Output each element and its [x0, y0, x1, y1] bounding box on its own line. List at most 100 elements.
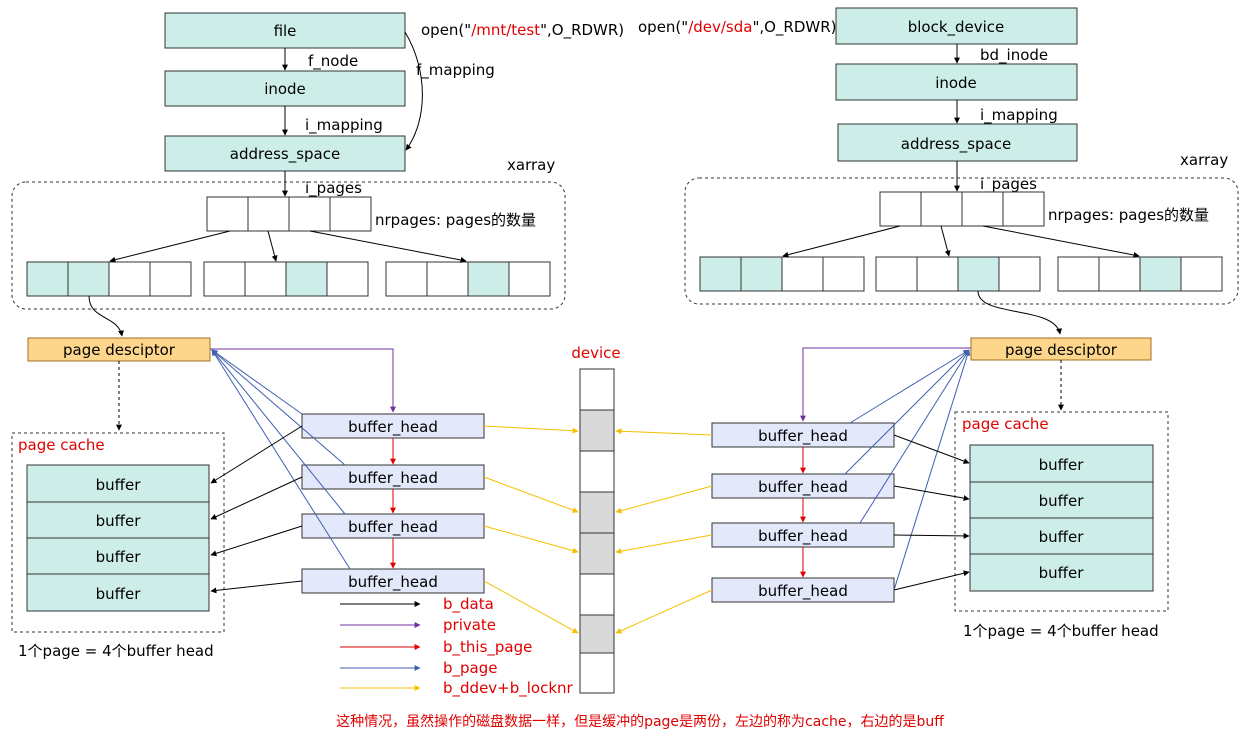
- device-label: device: [571, 344, 620, 362]
- left-open-path: /mnt/test: [471, 21, 540, 39]
- left-buffer-head-2-label: buffer_head: [348, 469, 438, 488]
- right-b-page-arrow-2: [844, 349, 970, 475]
- legend: b_data private b_this_page b_page b_ddev…: [340, 595, 574, 698]
- right-b-ddev-arrow-1: [615, 428, 713, 436]
- left-buffer-2-label: buffer: [96, 512, 142, 530]
- device-block-8: [579, 652, 615, 694]
- left-buffer-head-1-label: buffer_head: [348, 418, 438, 437]
- left-inode-label: inode: [264, 80, 306, 98]
- left-address-space-label: address_space: [230, 145, 340, 164]
- left-buffer-1-label: buffer: [96, 476, 142, 494]
- right-open-prefix: open(": [638, 18, 688, 36]
- left-buffer-head-1: [301, 413, 485, 439]
- left-buffer-head-2: [301, 464, 485, 490]
- left-b-data-arrow-2: [210, 476, 303, 520]
- left-xarray-container: [11, 181, 566, 310]
- right-page-note: 1个page = 4个buffer head: [963, 622, 1159, 640]
- right-buffer-2-label: buffer: [1039, 492, 1085, 510]
- right-i-mapping-label: i_mapping: [980, 106, 1058, 125]
- left-b-data-arrow-4: [210, 580, 303, 594]
- left-page-cache-label: page cache: [18, 436, 105, 454]
- left-b-page-arrow-1: [211, 349, 303, 415]
- left-b-page-arrow-2: [211, 349, 346, 466]
- right-buffer-head-3-label: buffer_head: [758, 527, 848, 546]
- left-buffer-head-3: [301, 513, 485, 539]
- device-block-1: [579, 368, 615, 411]
- left-xarray-edge-2: [267, 230, 278, 262]
- right-nrpages-label: nrpages: pages的数量: [1048, 206, 1209, 224]
- left-b-ddev-arrow-2: [483, 476, 579, 513]
- legend-label-b-this-page: b_this_page: [443, 638, 532, 657]
- left-leaf-node-2: [203, 261, 369, 297]
- right-xarray: xarray nrpages: pages的数量: [684, 151, 1239, 305]
- left-nrpages-label: nrpages: pages的数量: [375, 211, 536, 229]
- right-b-page-arrow-1: [849, 349, 970, 424]
- right-leaf-node-3: [1057, 256, 1223, 292]
- right-buffer-2: [969, 481, 1154, 519]
- left-buffer-3-label: buffer: [96, 548, 142, 566]
- left-b-page-arrow-4: [211, 349, 351, 570]
- right-inode-box: [835, 63, 1078, 101]
- right-top-chain: open("/dev/sda",O_RDWR) block_device ino…: [638, 7, 1078, 194]
- left-i-pages-label: i_pages: [305, 179, 362, 198]
- left-page-cache-container: [11, 432, 225, 633]
- right-open-call: open("/dev/sda",O_RDWR): [638, 18, 837, 37]
- right-b-page-arrow-3: [859, 349, 970, 524]
- left-page-descriptor-label: page desciptor: [63, 341, 176, 359]
- left-page-to-descriptor-arrow: [88, 295, 124, 337]
- legend-label-b-page: b_page: [443, 659, 498, 678]
- left-b-ddev-arrow-1: [483, 425, 579, 434]
- left-leaf-node-3: [385, 261, 551, 297]
- right-xarray-edge-3: [982, 225, 1140, 258]
- right-b-page-arrow-4: [893, 349, 971, 591]
- right-block-device-box: [835, 7, 1078, 45]
- left-xarray-edge-1: [109, 230, 231, 263]
- right-buffer-4-label: buffer: [1039, 564, 1085, 582]
- right-b-ddev-arrow-3: [615, 534, 713, 555]
- right-open-path: /dev/sda: [688, 18, 752, 36]
- left-b-page-arrow-3: [211, 349, 346, 515]
- right-buffer-head-2-label: buffer_head: [758, 478, 848, 497]
- legend-label-b-ddev: b_ddev+b_locknr: [443, 679, 574, 698]
- right-b-data-arrow-4: [893, 570, 970, 591]
- right-buffer-head-4-label: buffer_head: [758, 582, 848, 601]
- right-buffer-4: [969, 553, 1154, 592]
- left-buffer-3: [26, 537, 210, 575]
- left-page-note: 1个page = 4个buffer head: [18, 642, 214, 660]
- right-block-device-label: block_device: [908, 18, 1005, 37]
- right-i-pages-label: i_pages: [980, 175, 1037, 194]
- right-b-data-arrow-2: [893, 485, 970, 502]
- left-f-node-label: f_node: [308, 52, 358, 71]
- device-block-4: [579, 491, 615, 534]
- device-block-5: [579, 532, 615, 575]
- right-bd-inode-label: bd_inode: [980, 46, 1048, 65]
- left-i-mapping-label: i_mapping: [305, 116, 383, 135]
- left-xarray-label: xarray: [507, 156, 555, 174]
- right-open-suffix: ",O_RDWR): [752, 18, 836, 37]
- right-buffer-1: [969, 444, 1154, 483]
- left-xarray: xarray nrpages: pages的数量: [11, 156, 566, 310]
- right-buffer-head-1-label: buffer_head: [758, 427, 848, 446]
- right-buffer-head-2: [711, 473, 895, 499]
- left-inode-box: [164, 70, 406, 107]
- left-leaf-node-1: [26, 261, 192, 297]
- right-xarray-edge-2: [940, 225, 951, 257]
- left-b-ddev-arrow-4: [483, 580, 579, 634]
- right-b-ddev-arrow-2: [615, 485, 713, 514]
- right-page-cache: page cache buffer buffer buffer buffer: [954, 411, 1169, 612]
- left-f-mapping-arrow: [404, 31, 423, 151]
- left-file-box: [164, 12, 406, 49]
- right-page-cache-container: [954, 411, 1169, 612]
- right-buffer-head-4: [711, 577, 895, 603]
- left-buffer-4: [26, 573, 210, 612]
- legend-label-b-data: b_data: [443, 595, 494, 614]
- right-b-data-arrow-1: [893, 434, 970, 464]
- right-page-cache-label: page cache: [962, 415, 1049, 433]
- left-root-node: [206, 196, 372, 232]
- right-root-node: [879, 191, 1045, 227]
- left-b-data-arrow-3: [210, 525, 303, 557]
- left-buffer-head-3-label: buffer_head: [348, 518, 438, 537]
- left-top-chain: file inode address_space f_node i_mappin…: [164, 12, 624, 198]
